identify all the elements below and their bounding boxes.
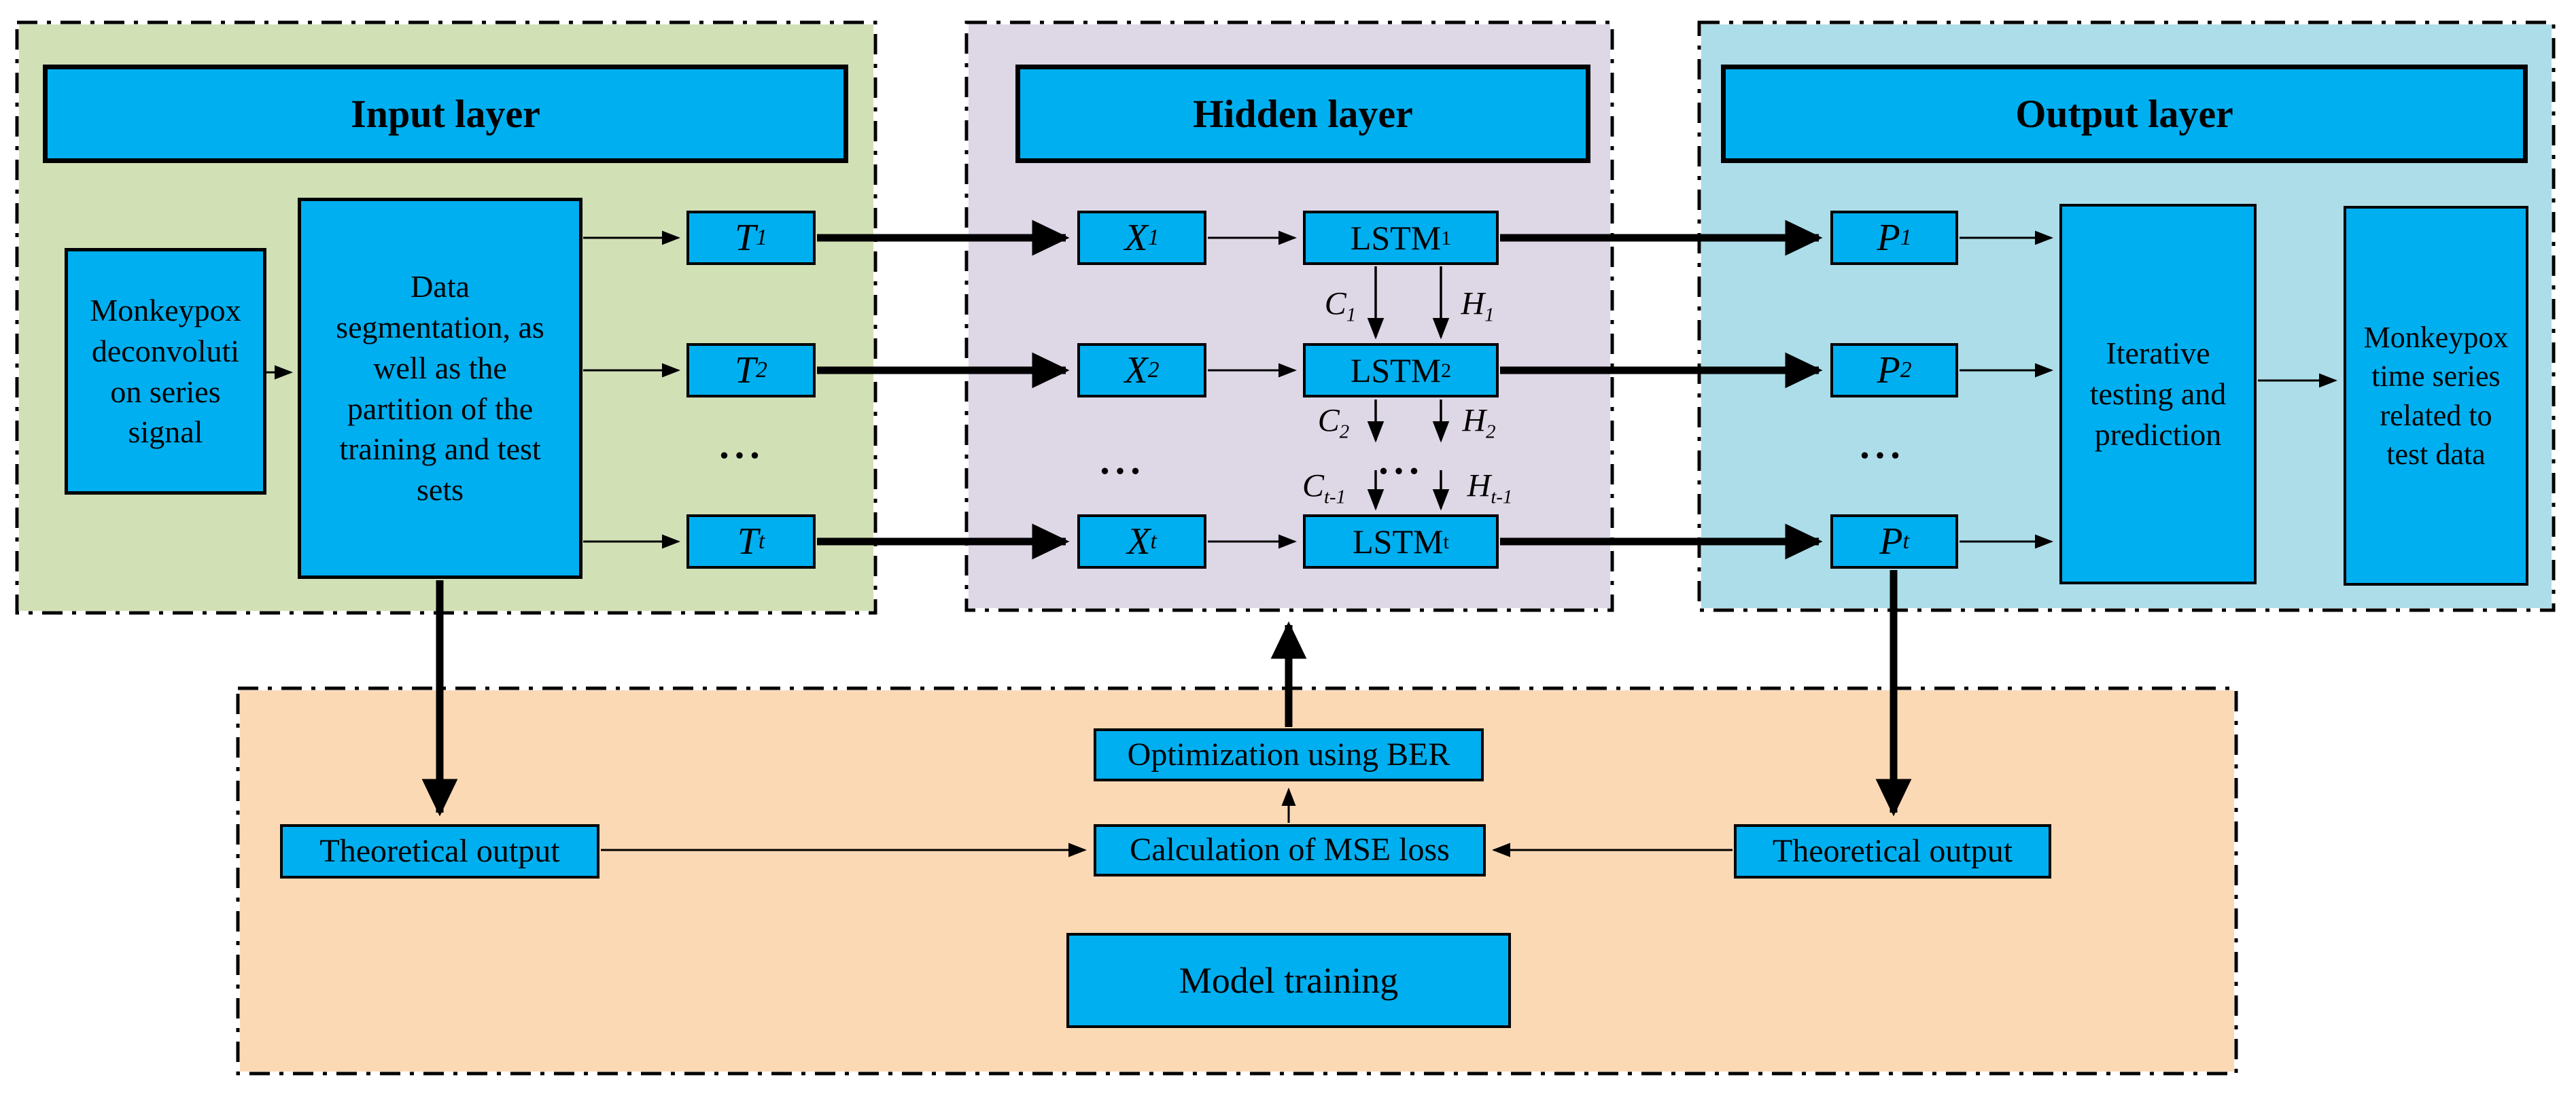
xt-subscript: t bbox=[1150, 529, 1157, 554]
x1-subscript: 1 bbox=[1147, 225, 1160, 251]
monkeypox-signal-box: Monkeypox deconvoluti on series signal bbox=[65, 248, 266, 495]
iterative-testing-box: Iterative testing and prediction bbox=[2059, 204, 2257, 584]
lstmt-subscript: t bbox=[1443, 530, 1449, 553]
mse-loss-box: Calculation of MSE loss bbox=[1094, 824, 1486, 876]
data-segmentation-box: Data segmentation, as well as the partit… bbox=[298, 198, 582, 579]
lstmt-label: LSTM bbox=[1353, 522, 1444, 561]
x2-label: X bbox=[1124, 349, 1148, 391]
result-time-series-box: Monkeypox time series related to test da… bbox=[2344, 206, 2528, 586]
lstm1-subscript: 1 bbox=[1441, 226, 1452, 249]
model-training-title-box: Model training bbox=[1066, 933, 1511, 1028]
lstm1-label: LSTM bbox=[1350, 218, 1442, 257]
hidden-layer-header: Hidden layer bbox=[1015, 65, 1590, 163]
x1-label: X bbox=[1124, 216, 1148, 259]
c2-state-label: C2 bbox=[1317, 402, 1350, 443]
ht-prev-state-label: Ht-1 bbox=[1467, 467, 1513, 508]
p1-subscript: 1 bbox=[1900, 225, 1912, 251]
pt-subscript: t bbox=[1902, 529, 1909, 554]
c1-state-label: C1 bbox=[1324, 285, 1357, 326]
ct-prev-state-label: Ct-1 bbox=[1302, 467, 1346, 508]
p2-subscript: 2 bbox=[1900, 357, 1912, 383]
x2-subscript: 2 bbox=[1147, 357, 1160, 383]
output-layer-header: Output layer bbox=[1721, 65, 2528, 163]
t1-label: T bbox=[735, 216, 756, 259]
tt-subscript: t bbox=[758, 529, 765, 554]
pt-label: P bbox=[1879, 520, 1903, 563]
optimization-ber-box: Optimization using BER bbox=[1094, 728, 1484, 781]
p1-label: P bbox=[1877, 216, 1900, 259]
h1-state-label: H1 bbox=[1461, 285, 1495, 326]
h2-state-label: H2 bbox=[1462, 402, 1496, 443]
lstm2-label: LSTM bbox=[1350, 351, 1442, 389]
t2-subscript: 2 bbox=[756, 357, 767, 383]
tt-label: T bbox=[737, 520, 759, 563]
t1-subscript: 1 bbox=[756, 225, 767, 251]
p2-label: P bbox=[1877, 349, 1900, 391]
t2-label: T bbox=[735, 349, 756, 391]
lstm2-subscript: 2 bbox=[1441, 359, 1452, 382]
theoretical-output-right-box: Theoretical output bbox=[1734, 824, 2051, 879]
input-layer-header: Input layer bbox=[43, 65, 848, 163]
theoretical-output-left-box: Theoretical output bbox=[280, 824, 599, 879]
xt-label: X bbox=[1127, 520, 1151, 563]
